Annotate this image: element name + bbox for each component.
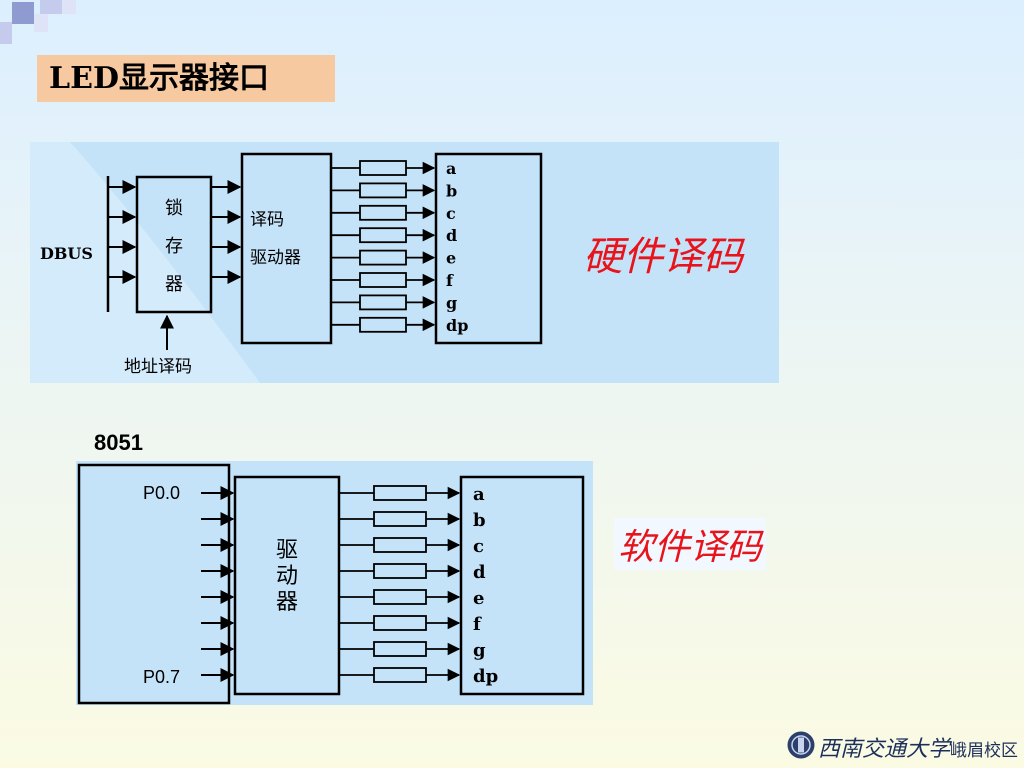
university-emblem-icon [787,731,815,759]
segment-label-f: f [473,614,482,635]
page-title: LED显示器接口 [37,55,335,102]
segment-label-c: c [446,204,456,223]
segment-resistors [339,485,461,683]
segment-label-b: b [446,181,457,200]
dbus-label: DBUS [40,244,93,263]
chip-label-8051: 8051 [94,430,143,455]
segment-label-g: g [446,293,457,312]
corner-squares-decoration [0,0,90,44]
latch-label-1: 锁 [165,198,183,219]
decoder-label-2: 驱动器 [250,248,301,268]
segment-label-e: e [473,588,484,609]
segment-label-e: e [446,249,456,268]
segment-label-c: c [473,536,484,557]
port-label-p00: P0.0 [143,483,180,503]
footer-campus: 峨眉校区 [950,741,1019,761]
chip-8051-box [77,463,231,705]
segment-resistors [331,160,436,333]
driver-label-2: 动 [276,564,298,589]
segment-label-d: d [446,226,457,245]
footer-school: 西南交通大学 [818,737,951,762]
driver-box [233,475,341,696]
decoder-label-1: 译码 [250,210,284,230]
footer-branding: 西南交通大学峨眉校区 [818,731,1018,763]
latch-output-arrows [211,180,242,284]
led-display-box [459,475,585,696]
latch-box [135,175,213,314]
segment-label-dp: dp [473,666,498,687]
segment-label-f: f [446,271,454,290]
driver-label-1: 驱 [276,538,298,563]
bus-arrows [108,180,137,284]
address-decode-label: 地址译码 [124,357,192,377]
latch-label-3: 器 [165,274,183,295]
hardware-decode-annotation: 硬件译码 [583,234,743,280]
segment-label-a: a [446,159,456,178]
segment-label-d: d [473,562,486,583]
software-decode-annotation: 软件译码 [614,518,767,570]
segment-label-a: a [473,484,485,505]
segment-label-g: g [473,640,486,661]
led-display-box [434,152,543,345]
segment-label-dp: dp [446,316,468,335]
driver-label-3: 器 [276,590,298,615]
latch-label-2: 存 [165,236,183,257]
port-label-p07: P0.7 [143,667,180,687]
segment-label-b: b [473,510,486,531]
port-arrows [201,486,235,682]
decoder-driver-box [240,152,333,345]
